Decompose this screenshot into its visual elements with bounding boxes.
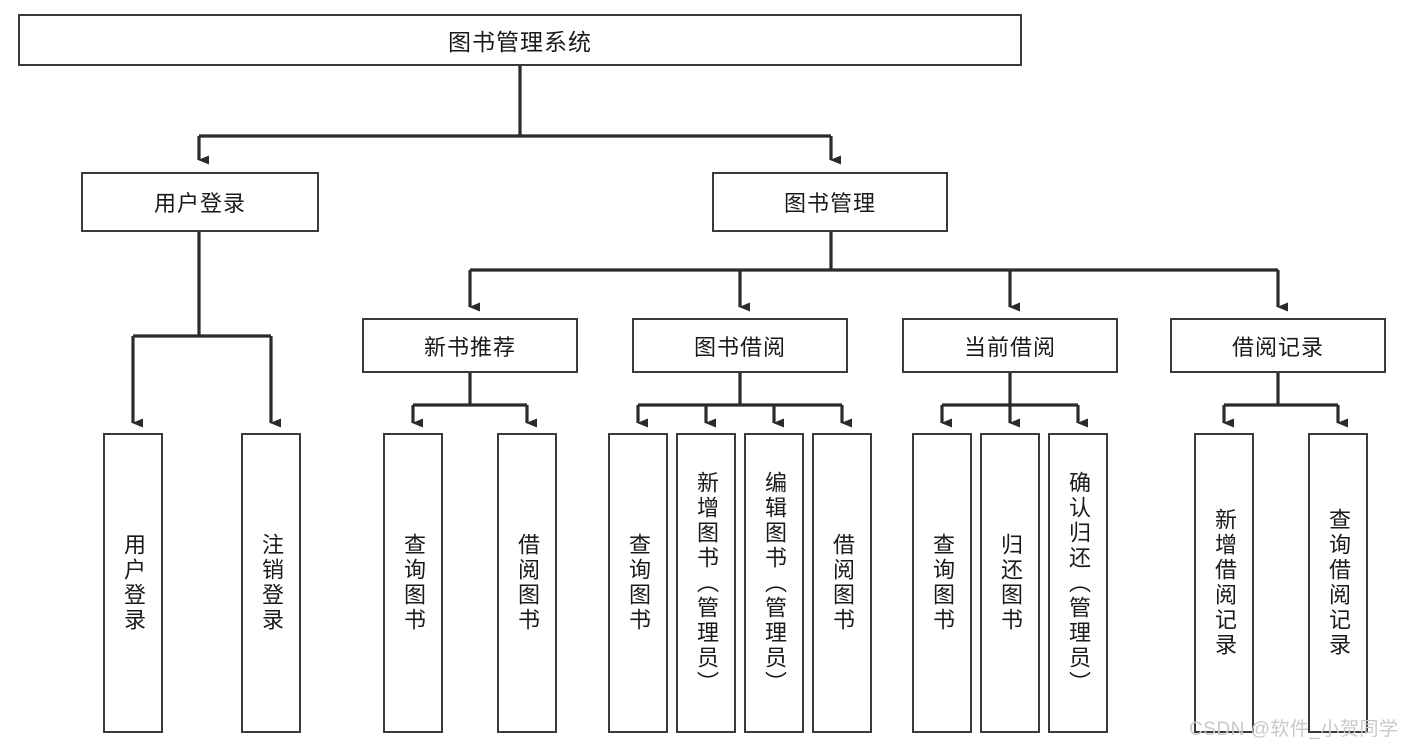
- node-root-system[interactable]: 图书管理系统: [18, 14, 1022, 66]
- node-label: 用户登录: [121, 533, 146, 633]
- node-book-borrow[interactable]: 图书借阅: [632, 318, 848, 373]
- node-label: 新增图书（管理员）: [694, 470, 719, 696]
- node-label: 确认归还（管理员）: [1066, 470, 1091, 696]
- node-user-login[interactable]: 用户登录: [81, 172, 319, 232]
- node-label: 编辑图书（管理员）: [762, 470, 787, 696]
- node-book-management[interactable]: 图书管理: [712, 172, 948, 232]
- leaf-borrow-book[interactable]: 借阅图书: [812, 433, 872, 733]
- node-label: 查询图书: [930, 533, 955, 633]
- leaf-user-logout[interactable]: 注销登录: [241, 433, 301, 733]
- node-current-borrow[interactable]: 当前借阅: [902, 318, 1118, 373]
- node-label: 图书管理系统: [448, 29, 592, 55]
- node-label: 注销登录: [259, 533, 284, 633]
- node-label: 用户登录: [153, 191, 246, 216]
- leaf-add-borrow-record[interactable]: 新增借阅记录: [1194, 433, 1254, 733]
- node-label: 借阅图书: [830, 533, 855, 633]
- node-borrow-record[interactable]: 借阅记录: [1170, 318, 1386, 373]
- node-new-book-recommend[interactable]: 新书推荐: [362, 318, 578, 373]
- node-label: 图书借阅: [693, 334, 786, 360]
- leaf-confirm-return[interactable]: 确认归还（管理员）: [1048, 433, 1108, 733]
- node-label: 新增借阅记录: [1212, 508, 1237, 658]
- node-label: 查询图书: [401, 533, 426, 633]
- leaf-edit-book[interactable]: 编辑图书（管理员）: [744, 433, 804, 733]
- leaf-query-book-recommend[interactable]: 查询图书: [383, 433, 443, 733]
- node-label: 查询图书: [626, 533, 651, 633]
- leaf-add-book[interactable]: 新增图书（管理员）: [676, 433, 736, 733]
- node-label: 归还图书: [998, 533, 1023, 633]
- node-label: 查询借阅记录: [1326, 508, 1351, 658]
- node-label: 借阅图书: [515, 533, 540, 633]
- leaf-query-book-borrow[interactable]: 查询图书: [608, 433, 668, 733]
- leaf-borrow-book-recommend[interactable]: 借阅图书: [497, 433, 557, 733]
- node-label: 新书推荐: [423, 334, 516, 360]
- leaf-user-login[interactable]: 用户登录: [103, 433, 163, 733]
- node-label: 图书管理: [783, 191, 876, 216]
- leaf-query-book-current[interactable]: 查询图书: [912, 433, 972, 733]
- node-label: 当前借阅: [963, 334, 1056, 360]
- leaf-query-borrow-record[interactable]: 查询借阅记录: [1308, 433, 1368, 733]
- node-label: 借阅记录: [1231, 334, 1324, 360]
- leaf-return-book[interactable]: 归还图书: [980, 433, 1040, 733]
